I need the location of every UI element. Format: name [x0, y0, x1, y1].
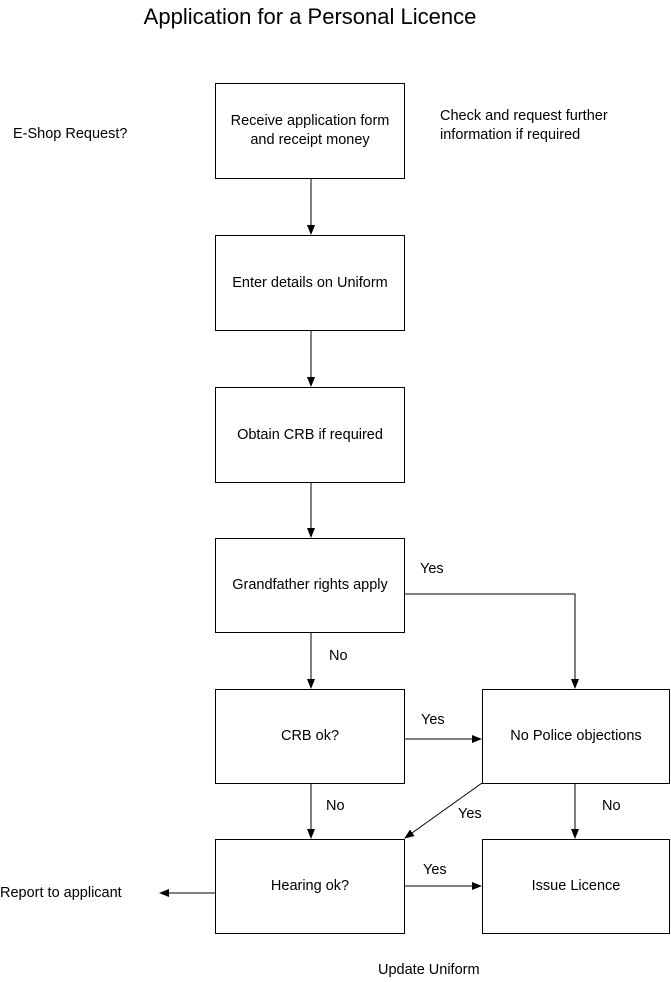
note-check: Check and request further information if… [440, 108, 608, 143]
arrow-police-to-hearing [404, 782, 483, 839]
box-hearing: Hearing ok? [215, 839, 405, 934]
note-eshop: E-Shop Request? [13, 126, 128, 142]
arrow-grandfather-to-police [405, 593, 579, 689]
box-enter: Enter details on Uniform [215, 235, 405, 331]
label-grandfather-no: No [329, 648, 348, 664]
note-report: Report to applicant [0, 885, 122, 901]
box-receive: Receive application form and receipt mon… [215, 83, 405, 179]
label-hearing-yes: Yes [423, 862, 447, 878]
note-update: Update Uniform [378, 962, 480, 978]
label-crb-yes: Yes [421, 712, 445, 728]
box-grandfather: Grandfather rights apply [215, 538, 405, 633]
label-police-yes: Yes [458, 806, 482, 822]
box-police: No Police objections [482, 689, 670, 784]
box-crb-obtain: Obtain CRB if required [215, 387, 405, 483]
label-grandfather-yes: Yes [420, 561, 444, 577]
box-issue: Issue Licence [482, 839, 670, 934]
diagram-title: Application for a Personal Licence [143, 4, 477, 29]
label-police-no: No [602, 798, 621, 814]
box-crb-ok: CRB ok? [215, 689, 405, 784]
label-crb-no: No [326, 798, 345, 814]
